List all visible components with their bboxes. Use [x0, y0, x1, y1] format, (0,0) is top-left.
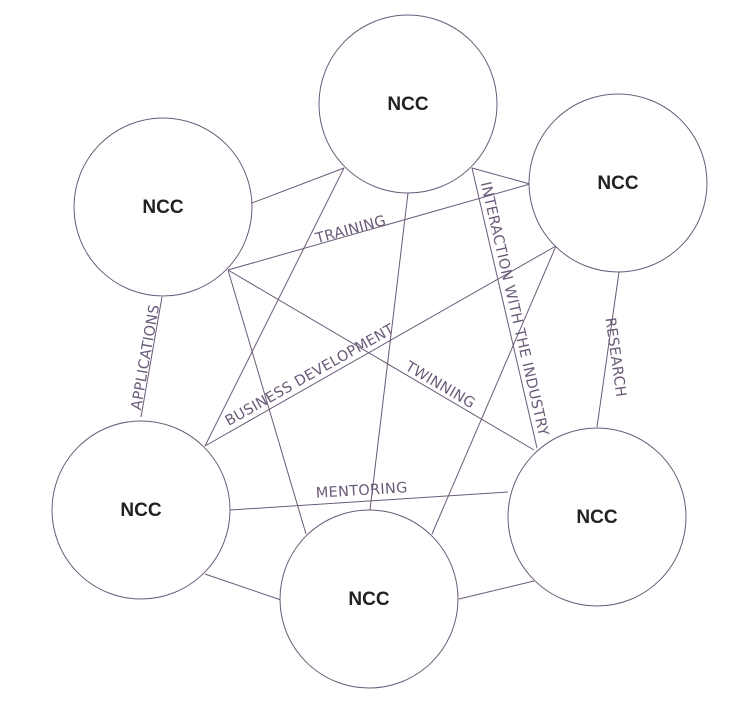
- node-top-right: NCC: [528, 93, 708, 273]
- node-bottom: NCC: [279, 509, 459, 689]
- edges: [140, 167, 620, 601]
- edge-lowerleft-bottom: [204, 573, 282, 601]
- label-applications: APPLICATIONS: [129, 303, 163, 411]
- node-upper-left-circle: [73, 117, 253, 297]
- edge-bottom-lowerright: [458, 580, 535, 600]
- node-lower-left: NCC: [51, 420, 231, 600]
- node-lower-right: NCC: [507, 427, 687, 607]
- label-research: RESEARCH: [601, 317, 628, 399]
- edge-top-bottom: [369, 192, 409, 511]
- edge-upperleft-lowerright: [227, 269, 535, 451]
- node-upper-left-label: NCC: [142, 197, 183, 218]
- node-top-circle: [318, 14, 498, 194]
- node-upper-left: NCC: [73, 117, 253, 297]
- label-business-development: BUSINESS DEVELOPMENT: [223, 321, 398, 429]
- node-bottom-circle: [279, 509, 459, 689]
- edge-topright-lowerleft: [204, 245, 557, 447]
- node-top-right-circle: [528, 93, 708, 273]
- node-bottom-label: NCC: [348, 589, 389, 610]
- node-top: NCC: [318, 14, 498, 194]
- node-top-label: NCC: [387, 94, 428, 115]
- label-training: TRAINING: [313, 213, 388, 247]
- edge-top-lowerright-industry: [471, 167, 538, 449]
- node-lower-right-circle: [507, 427, 687, 607]
- edge-top-lowerright: [471, 167, 531, 185]
- edge-upperleft-topright: [227, 183, 531, 271]
- node-lower-left-circle: [51, 420, 231, 600]
- node-lower-left-label: NCC: [120, 500, 161, 521]
- edge-upperleft-bottom: [227, 269, 307, 535]
- edge-top-lowerleft: [204, 167, 345, 447]
- edge-upperleft-lowerleft: [140, 296, 163, 418]
- edge-lowerleft-lowerright: [229, 491, 509, 511]
- node-lower-right-label: NCC: [576, 507, 617, 528]
- node-top-right-label: NCC: [597, 173, 638, 194]
- label-twinning: TWINNING: [402, 358, 478, 412]
- edge-topright-lowerright: [596, 271, 620, 428]
- edge-upperleft-top: [251, 167, 345, 204]
- label-mentoring: MENTORING: [315, 480, 408, 502]
- edge-topright-bottom: [431, 245, 557, 535]
